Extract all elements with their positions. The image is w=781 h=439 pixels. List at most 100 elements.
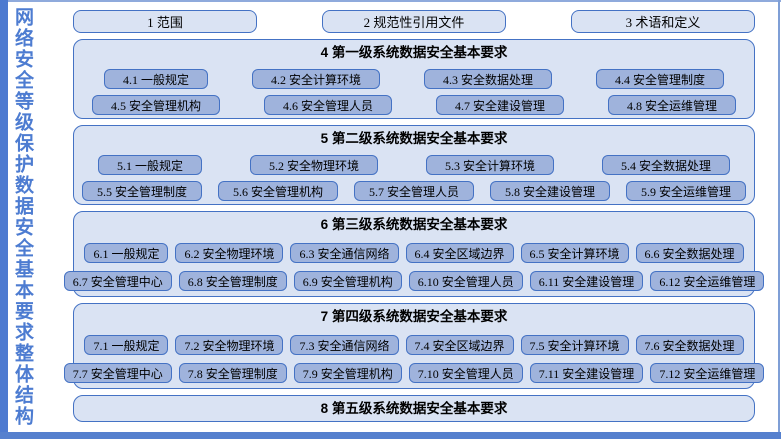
chip-label: 5.3 安全计算环境 (445, 158, 536, 173)
chip-label: 6.11 安全建设管理 (538, 274, 635, 289)
requirement-chip: 6.1 一般规定 (84, 243, 169, 263)
requirement-chip: 4.5 安全管理机构 (91, 95, 220, 115)
chip-label: 4.8 安全运维管理 (627, 98, 718, 113)
chip-label: 6.2 安全物理环境 (184, 246, 275, 261)
requirement-chip: 6.5 安全计算环境 (520, 243, 629, 263)
chip-row: 7.1 一般规定 7.2 安全物理环境 7.3 安全通信网络 7.4 安全区域边… (82, 335, 746, 355)
chip-label: 4.3 安全数据处理 (443, 72, 534, 87)
chip-label: 4.5 安全管理机构 (110, 98, 201, 113)
top-box: 1 范围 (73, 10, 257, 33)
requirement-chip: 6.8 安全管理制度 (178, 271, 287, 291)
chip-row: 5.5 安全管理制度 5.6 安全管理机构 5.7 安全管理人员 5.8 安全建… (81, 181, 747, 201)
section-title: 7 第四级系统数据安全基本要求 (320, 309, 508, 324)
chip-label: 7.3 安全通信网络 (299, 338, 390, 353)
chip-label: 5.4 安全数据处理 (621, 158, 712, 173)
requirement-chip: 4.6 安全管理人员 (263, 95, 392, 115)
requirement-chip: 4.3 安全数据处理 (424, 69, 553, 89)
requirement-chip: 4.8 安全运维管理 (608, 95, 737, 115)
frame-bottom-bar (0, 432, 781, 439)
chip-row: 5.1 一般规定 5.2 安全物理环境 5.3 安全计算环境 5.4 安全数据处… (82, 155, 746, 175)
requirement-chip: 6.3 安全通信网络 (290, 243, 399, 263)
chip-row: 6.1 一般规定 6.2 安全物理环境 6.3 安全通信网络 6.4 安全区域边… (82, 243, 746, 263)
chip-label: 6.7 安全管理中心 (72, 274, 163, 289)
sections: 4 第一级系统数据安全基本要求 4.1 一般规定 4.2 安全计算环境 4.3 … (63, 39, 765, 422)
requirement-chip: 7.9 安全管理机构 (293, 363, 402, 383)
chip-label: 7.8 安全管理制度 (187, 366, 278, 381)
chip-label: 4.4 安全管理制度 (615, 72, 706, 87)
requirement-chip: 7.2 安全物理环境 (175, 335, 284, 355)
requirement-chip: 5.7 安全管理人员 (354, 181, 475, 201)
requirement-chip: 5.6 安全管理机构 (217, 181, 338, 201)
section-title: 6 第三级系统数据安全基本要求 (320, 217, 508, 232)
chip-row: 6.7 安全管理中心 6.8 安全管理制度 6.9 安全管理机构 6.10 安全… (63, 271, 765, 291)
section-rows: 7.1 一般规定 7.2 安全物理环境 7.3 安全通信网络 7.4 安全区域边… (63, 335, 765, 383)
frame-right-line (778, 0, 780, 439)
section-rows: 5.1 一般规定 5.2 安全物理环境 5.3 安全计算环境 5.4 安全数据处… (81, 155, 747, 201)
chip-label: 5.5 安全管理制度 (96, 184, 187, 199)
frame-top-line (0, 0, 781, 2)
requirement-chip: 5.3 安全计算环境 (426, 155, 555, 175)
chip-label: 7.4 安全区域边界 (414, 338, 505, 353)
chip-label: 7.7 安全管理中心 (72, 366, 163, 381)
requirement-chip: 7.1 一般规定 (84, 335, 169, 355)
chip-label: 4.1 一般规定 (122, 72, 189, 87)
chip-label: 5.2 安全物理环境 (268, 158, 359, 173)
section-container: 5 第二级系统数据安全基本要求 5.1 一般规定 5.2 安全物理环境 5.3 … (73, 125, 755, 205)
section-rows: 6.1 一般规定 6.2 安全物理环境 6.3 安全通信网络 6.4 安全区域边… (63, 243, 765, 291)
section-title: 8 第五级系统数据安全基本要求 (320, 400, 508, 416)
chip-label: 7.6 安全数据处理 (644, 338, 735, 353)
requirement-chip: 5.5 安全管理制度 (81, 181, 202, 201)
chip-label: 6.1 一般规定 (93, 246, 160, 261)
requirement-chip: 6.6 安全数据处理 (635, 243, 744, 263)
top-box-label: 1 范围 (147, 15, 183, 30)
section-container: 6 第三级系统数据安全基本要求 6.1 一般规定 6.2 安全物理环境 6.3 … (63, 211, 765, 297)
requirement-chip: 4.2 安全计算环境 (251, 69, 380, 89)
requirement-chip: 4.7 安全建设管理 (436, 95, 565, 115)
chip-label: 7.12 安全运维管理 (659, 366, 756, 381)
requirement-chip: 5.9 安全运维管理 (626, 181, 747, 201)
top-row: 1 范围 2 规范性引用文件 3 术语和定义 (73, 10, 755, 33)
chip-label: 5.8 安全建设管理 (505, 184, 596, 199)
requirement-chip: 6.4 安全区域边界 (405, 243, 514, 263)
requirement-chip: 7.8 安全管理制度 (178, 363, 287, 383)
chip-label: 4.7 安全建设管理 (455, 98, 546, 113)
top-box: 2 规范性引用文件 (322, 10, 506, 33)
chip-label: 7.2 安全物理环境 (184, 338, 275, 353)
section-container: 7 第四级系统数据安全基本要求 7.1 一般规定 7.2 安全物理环境 7.3 … (63, 303, 765, 389)
requirement-chip: 5.8 安全建设管理 (490, 181, 611, 201)
top-box: 3 术语和定义 (571, 10, 755, 33)
requirement-chip: 7.11 安全建设管理 (529, 363, 644, 383)
top-box-label: 2 规范性引用文件 (363, 15, 465, 30)
chip-label: 6.6 安全数据处理 (644, 246, 735, 261)
chip-label: 7.11 安全建设管理 (538, 366, 635, 381)
requirement-chip: 7.12 安全运维管理 (650, 363, 765, 383)
chip-label: 6.4 安全区域边界 (414, 246, 505, 261)
section-title: 4 第一级系统数据安全基本要求 (320, 45, 508, 60)
chip-label: 5.6 安全管理机构 (232, 184, 323, 199)
requirement-chip: 7.7 安全管理中心 (63, 363, 172, 383)
requirement-chip: 5.4 安全数据处理 (602, 155, 731, 175)
chip-label: 6.5 安全计算环境 (529, 246, 620, 261)
chip-label: 4.2 安全计算环境 (270, 72, 361, 87)
requirement-chip: 5.1 一般规定 (97, 155, 202, 175)
requirement-chip: 6.7 安全管理中心 (63, 271, 172, 291)
chip-label: 6.8 安全管理制度 (187, 274, 278, 289)
requirement-chip: 4.1 一般规定 (103, 69, 208, 89)
chip-label: 6.3 安全通信网络 (299, 246, 390, 261)
requirement-chip: 7.10 安全管理人员 (408, 363, 523, 383)
requirement-chip: 6.12 安全运维管理 (650, 271, 765, 291)
requirement-chip: 7.5 安全计算环境 (520, 335, 629, 355)
frame-left-bar (0, 0, 8, 439)
chip-row: 4.1 一般规定 4.2 安全计算环境 4.3 安全数据处理 4.4 安全管理制… (82, 69, 746, 89)
chip-label: 5.7 安全管理人员 (369, 184, 460, 199)
requirement-chip: 7.6 安全数据处理 (635, 335, 744, 355)
chip-label: 7.10 安全管理人员 (417, 366, 514, 381)
requirement-chip: 6.10 安全管理人员 (408, 271, 523, 291)
chip-label: 4.6 安全管理人员 (282, 98, 373, 113)
section-container: 8 第五级系统数据安全基本要求 (73, 395, 755, 422)
section-title: 5 第二级系统数据安全基本要求 (320, 131, 508, 146)
diagram-vertical-title: 网络安全等级保护数据安全基本要求整体结构 (12, 7, 33, 427)
chip-label: 6.10 安全管理人员 (417, 274, 514, 289)
section-rows: 4.1 一般规定 4.2 安全计算环境 4.3 安全数据处理 4.4 安全管理制… (82, 69, 746, 115)
requirement-chip: 7.4 安全区域边界 (405, 335, 514, 355)
